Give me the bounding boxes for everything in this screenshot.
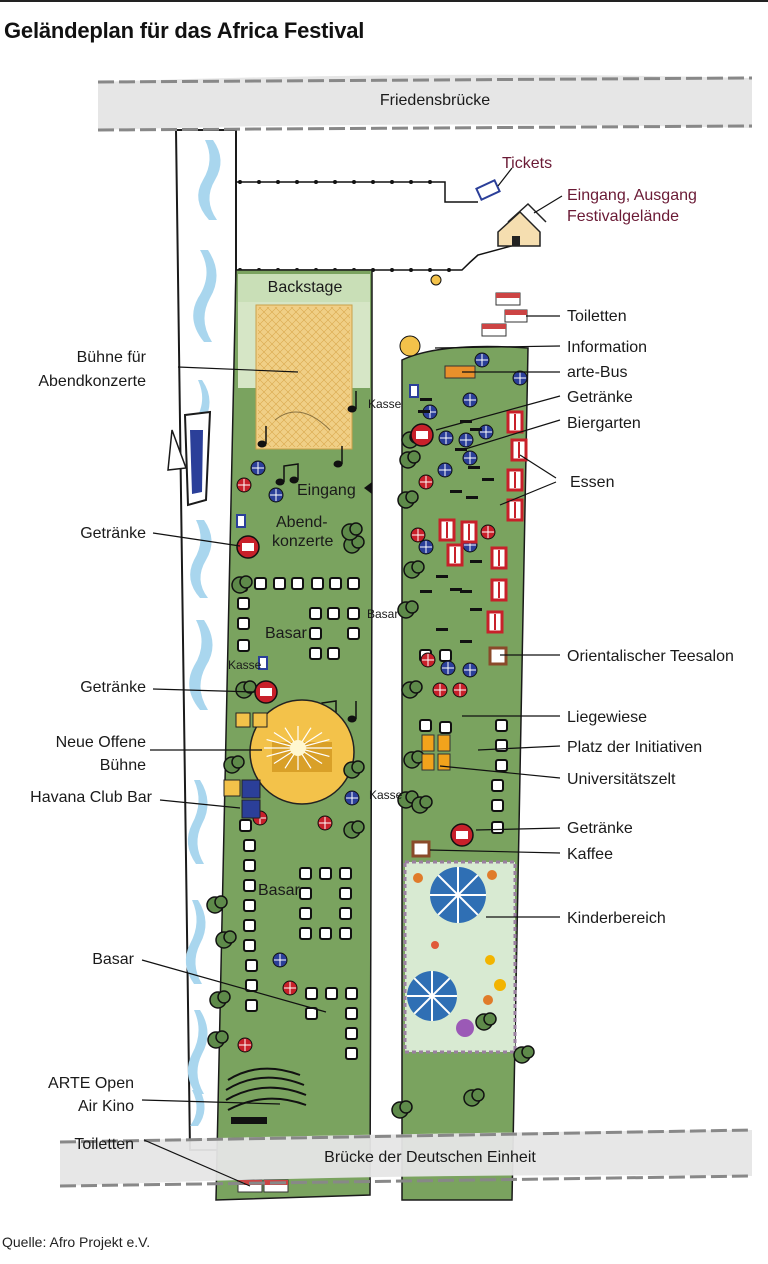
kasse-label: Kasse: [368, 397, 402, 411]
universitaetszelt-label: Universitätszelt: [567, 771, 676, 788]
leader-lines: [141, 167, 563, 1187]
toiletten-label-left: Toiletten: [74, 1136, 134, 1153]
entrance-arrow-icon: [364, 482, 372, 494]
kids-area: [403, 860, 517, 1054]
buehne-label-2: Abendkonzerte: [38, 373, 146, 390]
gate-label-1: Eingang, Ausgang: [567, 187, 697, 204]
havana-club-bar: [223, 712, 268, 819]
kino-label-1: ARTE Open: [48, 1075, 134, 1092]
page-title: Geländeplan für das Africa Festival: [4, 18, 365, 43]
backstage-label: Backstage: [268, 279, 343, 296]
neue-offene-label-1: Neue Offene: [56, 734, 147, 751]
food-stands: [438, 410, 528, 634]
spiral-icon: [456, 1019, 474, 1037]
initiativen-label: Platz der Initiativen: [567, 739, 702, 756]
kaffee-label: Kaffee: [567, 846, 613, 863]
tea-salon-icon: [488, 646, 508, 666]
information-label: Information: [567, 339, 647, 356]
basar-label: Basar: [92, 951, 134, 968]
umbrella-icon: [407, 971, 457, 1021]
coffee-icon: [411, 840, 431, 858]
basar-mid-label: Basar: [367, 607, 398, 621]
getraenke-label-1: Getränke: [80, 525, 146, 542]
liegewiese-label: Liegewiese: [567, 709, 647, 726]
teesalon-label: Orientalischer Teesalon: [567, 648, 734, 665]
getraenke-label-right-2: Getränke: [567, 820, 633, 837]
open-stage: [249, 699, 355, 805]
river-waves: [185, 140, 221, 1126]
top-bridge-label: Friedensbrücke: [380, 92, 490, 109]
evening-stage: [255, 304, 353, 450]
bottom-bridge-label: Brücke der Deutschen Einheit: [324, 1149, 536, 1166]
umbrellas: [236, 274, 528, 1053]
drink-bar-icon: [450, 823, 474, 847]
drink-bar-icon: [236, 535, 260, 559]
top-rule: [0, 0, 768, 2]
entrance-gate-icon: [497, 202, 547, 247]
drink-bar-icon: [254, 680, 278, 704]
drink-bar-icon: [410, 423, 434, 447]
neue-offene-label-2: Bühne: [100, 757, 146, 774]
essen-label: Essen: [570, 474, 614, 491]
kasse-label: Kasse: [228, 658, 262, 672]
biergarten-label: Biergarten: [567, 415, 641, 432]
bottom-bridge: Brücke der Deutschen Einheit: [59, 1128, 753, 1188]
kinderbereich-label: Kinderbereich: [567, 910, 666, 927]
umbrella-icon: [430, 867, 486, 923]
abend-label-1: Abend-: [276, 514, 328, 531]
basar-label-2: Basar: [258, 882, 300, 899]
kiosk-icons: [236, 179, 501, 670]
tickets-label: Tickets: [502, 155, 552, 172]
kino-label-2: Air Kino: [78, 1098, 134, 1115]
open-air-cinema: [225, 1067, 307, 1124]
getraenke-label-2: Getränke: [80, 679, 146, 696]
gate-label-2: Festivalgelände: [567, 208, 679, 225]
havana-label: Havana Club Bar: [30, 789, 153, 806]
toiletten-label-right: Toiletten: [567, 308, 627, 325]
backstage-area: [238, 274, 370, 302]
source-note: Quelle: Afro Projekt e.V.: [2, 1234, 151, 1250]
top-bridge: Friedensbrücke: [97, 74, 753, 132]
eingang-label: Eingang: [297, 482, 356, 499]
arte-bus-label: arte-Bus: [567, 364, 627, 381]
getraenke-label-right-1: Getränke: [567, 389, 633, 406]
boat-icon: [167, 410, 212, 507]
kasse-label: Kasse: [369, 788, 403, 802]
basar-label-1: Basar: [265, 625, 307, 642]
abend-label-2: konzerte: [272, 533, 333, 550]
buehne-label-1: Bühne für: [77, 349, 147, 366]
drink-bar-icons: [236, 423, 474, 847]
entrance-fence: [236, 180, 516, 272]
